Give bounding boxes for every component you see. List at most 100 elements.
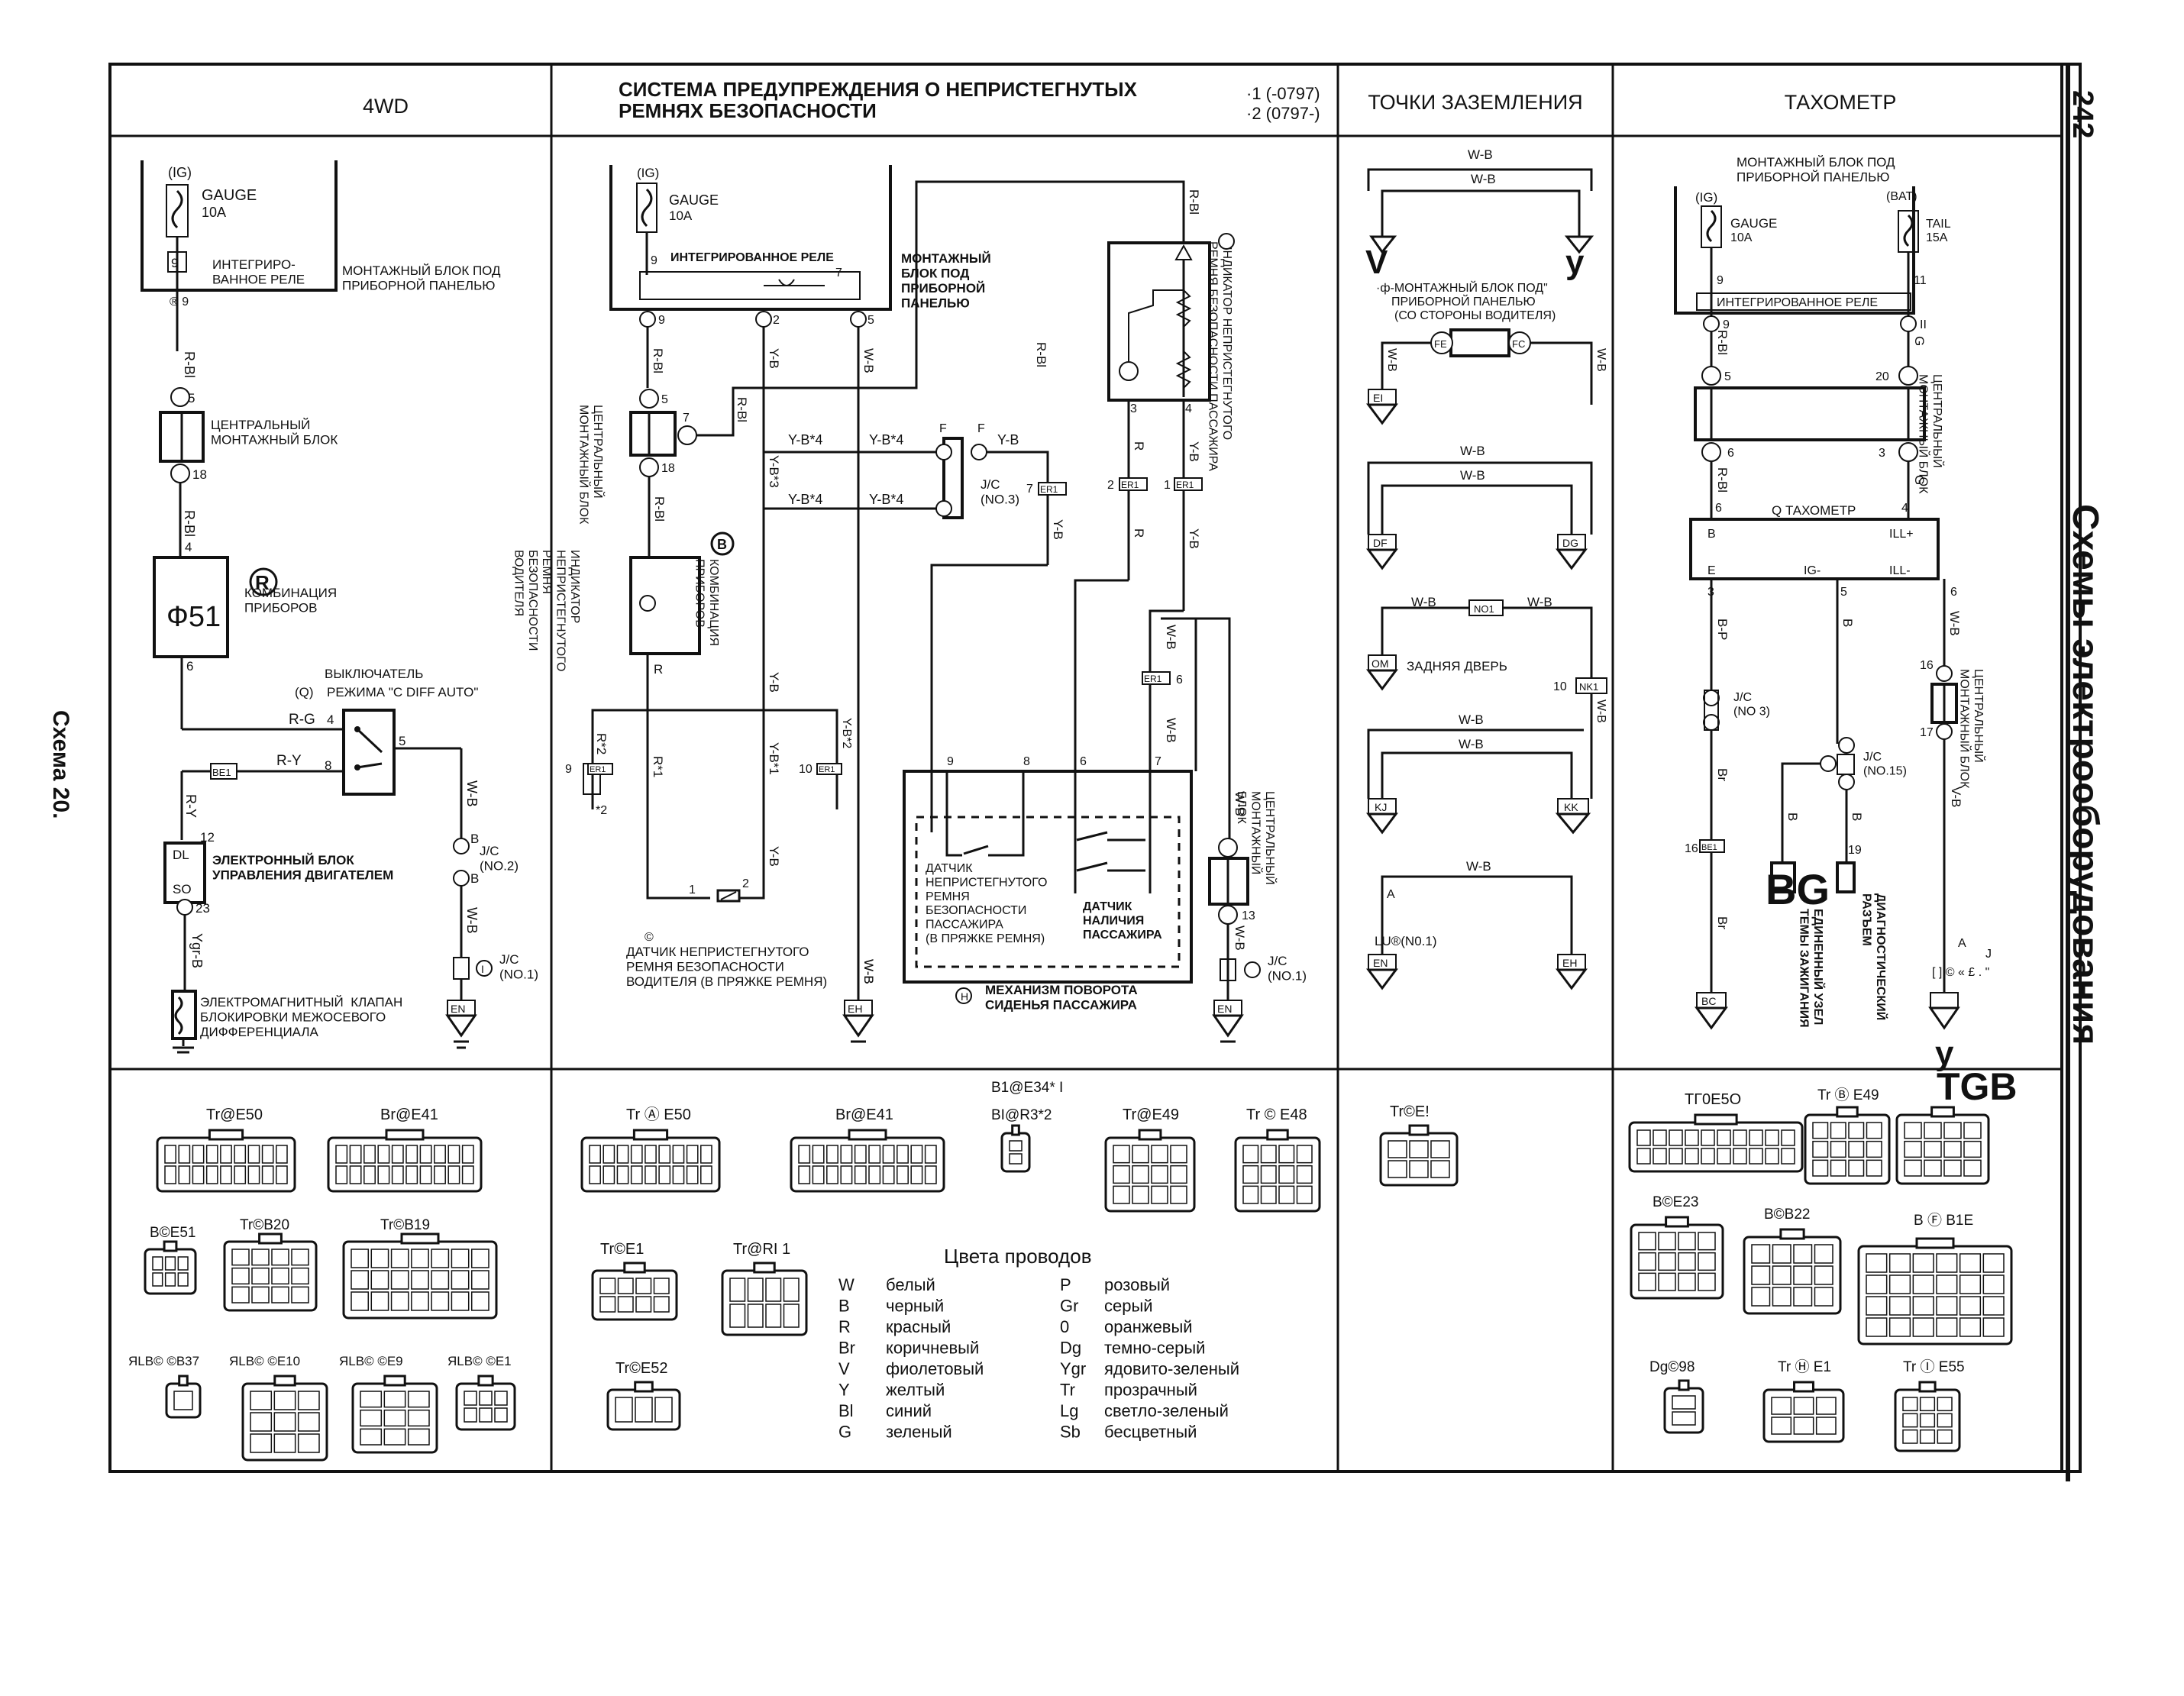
legend-name: белый xyxy=(886,1275,935,1294)
sb-wire-wb-6: W-B xyxy=(1233,791,1247,816)
sb-wire-yb-2: Y-B xyxy=(997,432,1019,447)
4wd-ecu-so: SO xyxy=(173,882,192,896)
tc-pin-e: E xyxy=(1707,564,1716,577)
legend-name: красный xyxy=(886,1317,951,1336)
tc-wire-g-2: G xyxy=(1912,475,1927,485)
svg-text:9: 9 xyxy=(565,763,572,776)
svg-text:BE1: BE1 xyxy=(212,767,231,778)
svg-text:H: H xyxy=(961,990,968,1003)
4wd-relay-label: ИНТЕГРИРО-ВАННОЕ РЕЛЕ xyxy=(212,257,305,287)
sb-wire-yb1: Y-B*1 xyxy=(767,742,781,775)
page-number: 242 xyxy=(2066,90,2098,138)
tc-fuse-tail: TAIL xyxy=(1926,218,1951,231)
side-title: Схемы электрооборудования xyxy=(2065,504,2105,1045)
tc-fuse-bat: (BAT) xyxy=(1886,190,1917,203)
svg-text:2: 2 xyxy=(773,314,780,327)
svg-text:9: 9 xyxy=(947,755,954,768)
svg-text:A: A xyxy=(1387,888,1395,901)
legend-name: коричневый xyxy=(886,1339,979,1358)
svg-text:(Q): (Q) xyxy=(295,685,314,699)
svg-text:6: 6 xyxy=(1727,447,1734,460)
svg-text:9: 9 xyxy=(171,256,178,270)
svg-text:18: 18 xyxy=(192,467,207,482)
sb-wire-r2: R*2 xyxy=(594,733,609,754)
conn-label-tc-e23: B©E23 xyxy=(1653,1194,1698,1210)
section-ground-points: W-B W-B V y ·ф-МОНТАЖНЫЙ БЛОК ПОД" ПРИБО… xyxy=(1365,147,1607,990)
gp-wire-wb-5: W-B xyxy=(1460,468,1485,483)
gp-wire-wb-8: W-B xyxy=(1594,699,1607,723)
tc-wire-rbl-2: R-Bl xyxy=(1715,467,1730,493)
svg-text:ER1: ER1 xyxy=(1144,674,1162,684)
conn-label-tc-b1e: B Ⓕ B1E xyxy=(1914,1212,1973,1229)
legend-code2: Gr xyxy=(1060,1297,1078,1316)
conn-label-sb-e34-l2: BI@R3*2 xyxy=(991,1107,1052,1123)
conn-label-sb-e34-l1: B1@E34* I xyxy=(991,1080,1063,1096)
connector-sb-e49 xyxy=(1104,1129,1196,1213)
svg-text:ER1: ER1 xyxy=(1040,484,1058,495)
svg-text:*2: *2 xyxy=(596,804,607,817)
gp-wire-wb-9: W-B xyxy=(1459,712,1484,727)
tc-diag: ДИАГНОСТИЧЕСКИЙРАЗЪЕМ xyxy=(1860,893,1888,1020)
sb-wire-wb-4: W-B xyxy=(1164,718,1178,743)
sb-wire-yb-1: Y-B xyxy=(767,348,781,369)
sb-wire-yb2: Y-B*2 xyxy=(840,718,853,748)
svg-text:7: 7 xyxy=(1026,483,1033,496)
legend-name: черный xyxy=(886,1297,944,1316)
connector-4wd-b37 xyxy=(165,1375,202,1419)
conn-label-sb-e50: Tr Ⓐ E50 xyxy=(626,1106,691,1123)
legend-code2: Ygr xyxy=(1060,1359,1086,1378)
sb-combi-name: КОМБИНАЦИЯПРИБОРОВ xyxy=(693,559,720,646)
gp-pt-kk: KK xyxy=(1564,801,1578,813)
tc-pin-ill: ILL+ xyxy=(1889,528,1914,541)
conn-label-4wd-e50: Tr@E50 xyxy=(206,1106,263,1123)
legend-code: B xyxy=(838,1297,850,1316)
sb-wire-r-1: R xyxy=(1132,441,1146,451)
sb-indicator-driver: ИНДИКАТОРНЕПРИСТЕГНУТОГОРЕМНЯБЕЗОПАСНОСТ… xyxy=(512,550,581,671)
tc-ground-bc: BC xyxy=(1701,995,1716,1007)
svg-text:7: 7 xyxy=(835,267,842,279)
gp-wire-wb-4: W-B xyxy=(1460,444,1485,458)
4wd-jc1: J/C(NO.1) xyxy=(499,952,538,982)
gp-conn-nk1: NK1 xyxy=(1579,681,1598,693)
tc-wire-b-3: B xyxy=(1850,812,1864,821)
svg-text:9: 9 xyxy=(658,314,665,327)
connector-sb-e1 xyxy=(591,1262,678,1321)
sb-central-block2: ЦЕНТРАЛЬНЫЙМОНТАЖНЫЙБЛОК xyxy=(1235,791,1278,885)
connector-tc-b1e xyxy=(1857,1237,2013,1345)
connector-gp-e1 xyxy=(1379,1124,1459,1187)
conn-label-sb-r1: Tr@RI 1 xyxy=(733,1241,790,1258)
connector-views xyxy=(144,1106,2013,1462)
sb-fuse-ig: (IG) xyxy=(637,166,659,180)
4wd-wire-ry-2: R-Y xyxy=(183,794,199,818)
4wd-wire-wb-2: W-B xyxy=(464,907,480,934)
connector-tc-e55 xyxy=(1894,1381,1961,1452)
tc-pin-ig: IG- xyxy=(1804,564,1821,577)
gp-pt-ei: EI xyxy=(1373,392,1383,404)
gp-wire-wb-1: W-B xyxy=(1471,172,1496,186)
tc-pin-b: B xyxy=(1707,528,1716,541)
connector-sb-e41 xyxy=(790,1129,945,1193)
svg-text:4: 4 xyxy=(327,712,334,727)
conn-label-4wd-b19: Tr©B19 xyxy=(380,1217,430,1233)
sb-wire-r1: R*1 xyxy=(651,756,665,777)
4wd-fuse-ig: (IG) xyxy=(168,165,192,180)
sb-wire-rbl-5: R-Bl xyxy=(652,496,667,522)
connector-sb-r1 xyxy=(721,1262,808,1336)
svg-text:6: 6 xyxy=(1715,502,1722,515)
gp-wire-wb-3: W-B xyxy=(1594,348,1607,372)
4wd-combi-pin: Ф51 xyxy=(166,601,221,633)
svg-text:5: 5 xyxy=(867,314,874,327)
legend-name2: прозрачный xyxy=(1104,1381,1197,1400)
sb-wire-r-3: R xyxy=(654,662,663,677)
tc-tacho-name: Q ТАХОМЕТР xyxy=(1772,503,1856,518)
svg-text:8: 8 xyxy=(1023,755,1030,768)
svg-text:ER1: ER1 xyxy=(590,765,606,774)
svg-text:18: 18 xyxy=(661,462,675,475)
legend-name2: бесцветный xyxy=(1104,1423,1197,1442)
legend-code2: Lg xyxy=(1060,1401,1078,1420)
section-4wd: (IG) GAUGE 10A 9 ИНТЕГРИРО-ВАННОЕ РЕЛЕ М… xyxy=(141,160,538,1054)
header-seatbelt-line1: СИСТЕМА ПРЕДУПРЕЖДЕНИЯ О НЕПРИСТЕГНУТЫХ xyxy=(619,78,1138,101)
legend-code: Br xyxy=(838,1339,855,1358)
sb-wire-rbl-1: R-Bl xyxy=(651,348,665,373)
